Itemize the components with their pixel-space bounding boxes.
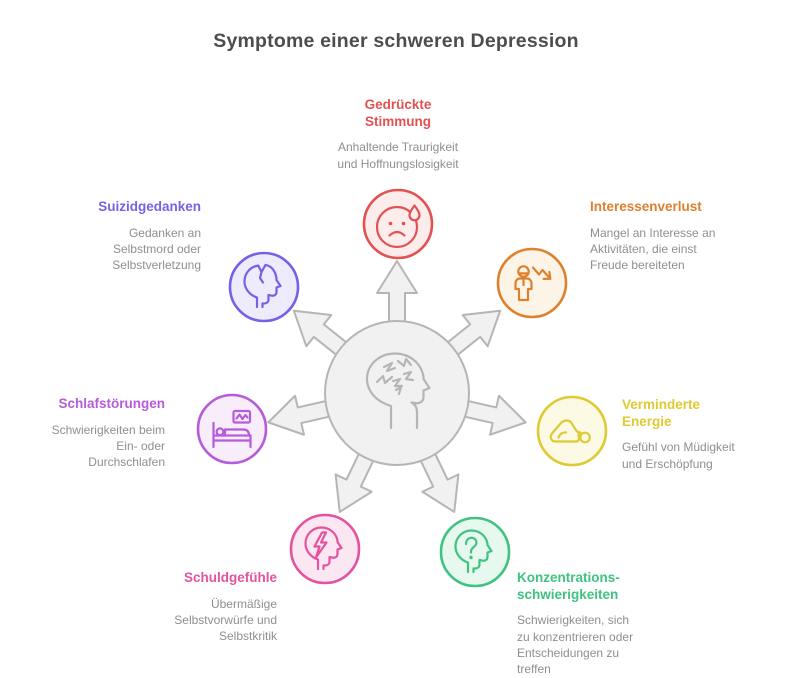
bed-icon: [196, 393, 268, 465]
node-label: Verminderte Energie: [622, 397, 701, 429]
person-declining-arrow-icon: [496, 247, 568, 319]
node-label: Gedrückte Stimmung: [364, 97, 432, 129]
node-reduced-energy: Verminderte Energie Gefühl von Müdigkeit…: [622, 397, 792, 472]
node-label: Interessenverlust: [590, 199, 702, 214]
node-label: Schuldgefühle: [183, 570, 277, 585]
node-desc: Gedanken an Selbstmord oder Selbstverlet…: [112, 225, 201, 273]
broken-head-icon: [228, 251, 300, 323]
node-desc: Mangel an Interesse an Aktivitäten, die …: [590, 225, 716, 273]
node-loss-of-interest: Interessenverlust Mangel an Interesse an…: [590, 199, 775, 273]
node-concentration-difficulties: Konzentrations- schwierigkeiten Schwieri…: [517, 570, 717, 677]
teardrop-icon: [408, 204, 421, 222]
node-desc: Schwierigkeiten, sich zu konzentrieren o…: [517, 613, 634, 677]
exhausted-person-icon: [536, 395, 608, 467]
node-label: Schlafstörungen: [58, 396, 165, 411]
crying-face-icon: [362, 188, 434, 260]
node-label: Suizidgedanken: [98, 199, 201, 214]
node-guilt: Schuldgefühle Übermäßige Selbstvorwürfe …: [77, 570, 277, 644]
node-sleep-disorders: Schlafstörungen Schwierigkeiten beim Ein…: [0, 396, 165, 470]
hub-circle: [324, 320, 470, 466]
central-hub: [267, 260, 527, 513]
node-desc: Anhaltende Traurigkeit und Hoffnungslosi…: [337, 140, 459, 171]
node-desc: Schwierigkeiten beim Ein- oder Durchschl…: [51, 422, 165, 470]
head-lightning-icon: [289, 513, 361, 585]
page-title: Symptome einer schweren Depression: [213, 30, 579, 52]
node-label: Konzentrations- schwierigkeiten: [517, 570, 620, 602]
node-desc: Übermäßige Selbstvorwürfe und Selbstkrit…: [174, 596, 277, 644]
node-desc: Gefühl von Müdigkeit und Erschöpfung: [622, 440, 735, 471]
node-suicidal-thoughts: Suizidgedanken Gedanken an Selbstmord od…: [21, 199, 201, 273]
head-question-mark-icon: [439, 516, 511, 588]
stressed-head-icon: [365, 352, 431, 430]
node-depressed-mood: Gedrückte Stimmung Anhaltende Traurigkei…: [296, 97, 500, 172]
